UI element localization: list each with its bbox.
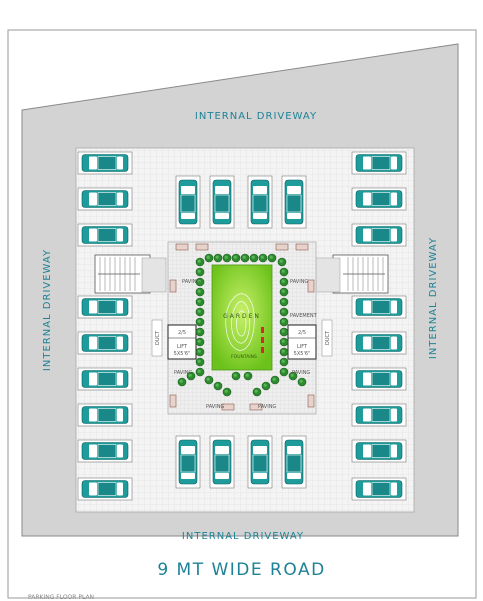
fountains bbox=[261, 327, 264, 353]
parked-car bbox=[209, 175, 235, 229]
parked-car bbox=[175, 175, 201, 229]
staircase-right bbox=[315, 254, 389, 294]
lift-left: 2/5 LIFT 5X5'6" bbox=[167, 324, 197, 360]
driveway-label-top: INTERNAL DRIVEWAY bbox=[195, 111, 317, 122]
parked-car bbox=[77, 403, 133, 427]
parked-car bbox=[351, 403, 407, 427]
parked-car bbox=[351, 439, 407, 463]
parked-car bbox=[351, 477, 407, 501]
parked-car bbox=[77, 367, 133, 391]
parked-car bbox=[351, 187, 407, 211]
lift-right: 2/5 LIFT 5X5'6" bbox=[287, 324, 317, 360]
paving-label-br: PAVING bbox=[258, 404, 276, 410]
svg-text:5X5'6": 5X5'6" bbox=[294, 351, 311, 357]
parked-car bbox=[281, 435, 307, 489]
paving-label-mr: PAVING bbox=[292, 370, 310, 376]
garden-label: GARDEN bbox=[223, 313, 261, 320]
parked-car bbox=[77, 477, 133, 501]
svg-text:LIFT: LIFT bbox=[177, 344, 188, 350]
staircase-left bbox=[94, 254, 167, 294]
parked-car bbox=[351, 295, 407, 319]
plot-outline bbox=[7, 29, 477, 599]
parked-car bbox=[351, 367, 407, 391]
driveway-label-left: INTERNAL DRIVEWAY bbox=[42, 249, 53, 371]
paving-label-bl: PAVING bbox=[206, 404, 224, 410]
duct-right bbox=[321, 319, 333, 357]
duct-label-right: DUCT bbox=[325, 330, 331, 345]
svg-text:LIFT: LIFT bbox=[297, 344, 308, 350]
paving-label-ml: PAVING bbox=[174, 370, 192, 376]
parked-car bbox=[77, 151, 133, 175]
svg-text:5X5'6": 5X5'6" bbox=[174, 351, 191, 357]
fountains-label: FOUNTAINS bbox=[231, 354, 257, 360]
paving-label-tl: PAVING bbox=[182, 279, 200, 285]
driveway-label-right: INTERNAL DRIVEWAY bbox=[428, 237, 439, 359]
parked-car bbox=[77, 223, 133, 247]
duct-label-left: DUCT bbox=[155, 330, 161, 345]
driveway-label-bottom: INTERNAL DRIVEWAY bbox=[182, 531, 304, 542]
road-label: 9 MT WIDE ROAD bbox=[157, 560, 326, 580]
parked-car bbox=[351, 151, 407, 175]
parked-car bbox=[77, 295, 133, 319]
paving-label-tr: PAVING bbox=[290, 279, 308, 285]
benches bbox=[169, 243, 315, 411]
garden-contours bbox=[225, 293, 255, 351]
svg-text:2/5: 2/5 bbox=[298, 330, 306, 336]
parked-car bbox=[77, 187, 133, 211]
parked-car bbox=[281, 175, 307, 229]
parked-car bbox=[77, 331, 133, 355]
parked-car bbox=[247, 175, 273, 229]
svg-text:2/5: 2/5 bbox=[178, 330, 186, 336]
parked-car bbox=[351, 331, 407, 355]
pavement-label: PAVEMENT bbox=[290, 313, 318, 319]
parked-car bbox=[175, 435, 201, 489]
parked-car bbox=[77, 439, 133, 463]
plan-caption: PARKING FLOOR PLAN bbox=[28, 594, 95, 601]
parked-car bbox=[209, 435, 235, 489]
parked-car bbox=[247, 435, 273, 489]
parked-car bbox=[351, 223, 407, 247]
duct-left bbox=[151, 319, 163, 357]
